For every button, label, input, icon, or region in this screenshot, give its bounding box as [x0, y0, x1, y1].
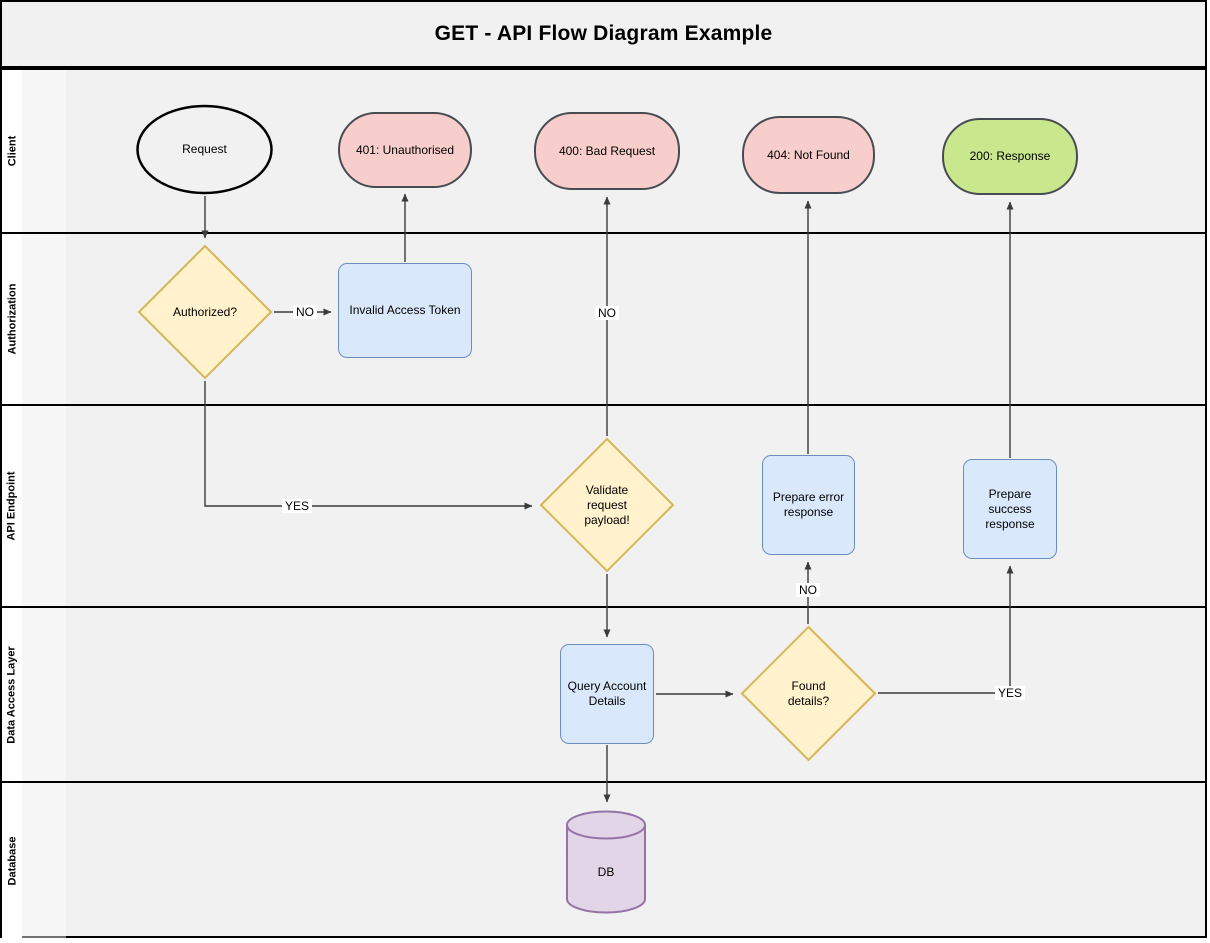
- lane-label-api-endpoint[interactable]: API Endpoint: [2, 406, 22, 606]
- lane-database: Database: [2, 781, 1205, 938]
- node-validate-request-payload[interactable]: Validate request payload!: [539, 437, 675, 573]
- node-query-account-details[interactable]: Query Account Details: [560, 644, 654, 744]
- node-label: 400: Bad Request: [558, 143, 656, 158]
- node-request[interactable]: Request: [135, 104, 274, 195]
- lane-label-client[interactable]: Client: [2, 70, 22, 232]
- edge-label-authorized-yes: YES: [281, 499, 313, 513]
- node-prepare-error-response[interactable]: Prepare error response: [762, 455, 855, 555]
- edge-label-found-no: NO: [796, 583, 820, 597]
- lane-client: Client: [2, 68, 1205, 232]
- edge-label-validate-no: NO: [595, 306, 619, 320]
- node-label: 401: Unauthorised: [355, 142, 455, 157]
- node-401-unauthorised[interactable]: 401: Unauthorised: [338, 112, 472, 188]
- node-label: Invalid Access Token: [349, 303, 461, 317]
- lane-label-database[interactable]: Database: [2, 783, 22, 938]
- lane-authorization: Authorization: [2, 232, 1205, 404]
- node-label: Validate request payload!: [584, 482, 630, 527]
- edge-label-authorized-no: NO: [293, 305, 317, 319]
- diamond-shape: [539, 437, 675, 573]
- node-label: Query Account Details: [567, 679, 647, 708]
- node-label: Request: [182, 142, 227, 156]
- node-200-response[interactable]: 200: Response: [942, 118, 1078, 195]
- node-db-datastore[interactable]: DB: [565, 809, 647, 915]
- lane-api-endpoint: API Endpoint: [2, 404, 1205, 606]
- node-label: Found details?: [787, 678, 830, 708]
- diamond-shape: [137, 244, 273, 380]
- lane-label-data-access-layer[interactable]: Data Access Layer: [2, 608, 22, 781]
- node-authorized-decision[interactable]: Authorized?: [137, 244, 273, 380]
- node-label: DB: [597, 864, 615, 879]
- diamond-shape: [740, 625, 877, 762]
- node-prepare-success-response[interactable]: Prepare success response: [963, 459, 1057, 559]
- node-label: 200: Response: [969, 149, 1051, 163]
- edge-label-found-yes: YES: [994, 686, 1026, 700]
- node-label: 404: Not Found: [767, 147, 850, 162]
- node-label: Authorized?: [172, 304, 238, 319]
- lane-label-authorization[interactable]: Authorization: [2, 234, 22, 404]
- node-invalid-access-token[interactable]: Invalid Access Token: [338, 263, 472, 358]
- node-label: Prepare error response: [772, 490, 845, 519]
- ellipse-shape: [136, 104, 273, 195]
- database-cylinder-shape: [566, 810, 646, 914]
- diagram-title-band: GET - API Flow Diagram Example: [2, 2, 1205, 68]
- node-label: Prepare success response: [985, 486, 1035, 531]
- node-400-bad-request[interactable]: 400: Bad Request: [534, 112, 680, 190]
- diagram-title: GET - API Flow Diagram Example: [434, 22, 773, 45]
- node-found-details-decision[interactable]: Found details?: [740, 625, 877, 762]
- node-404-not-found[interactable]: 404: Not Found: [742, 116, 875, 194]
- lane-data-access-layer: Data Access Layer: [2, 606, 1205, 781]
